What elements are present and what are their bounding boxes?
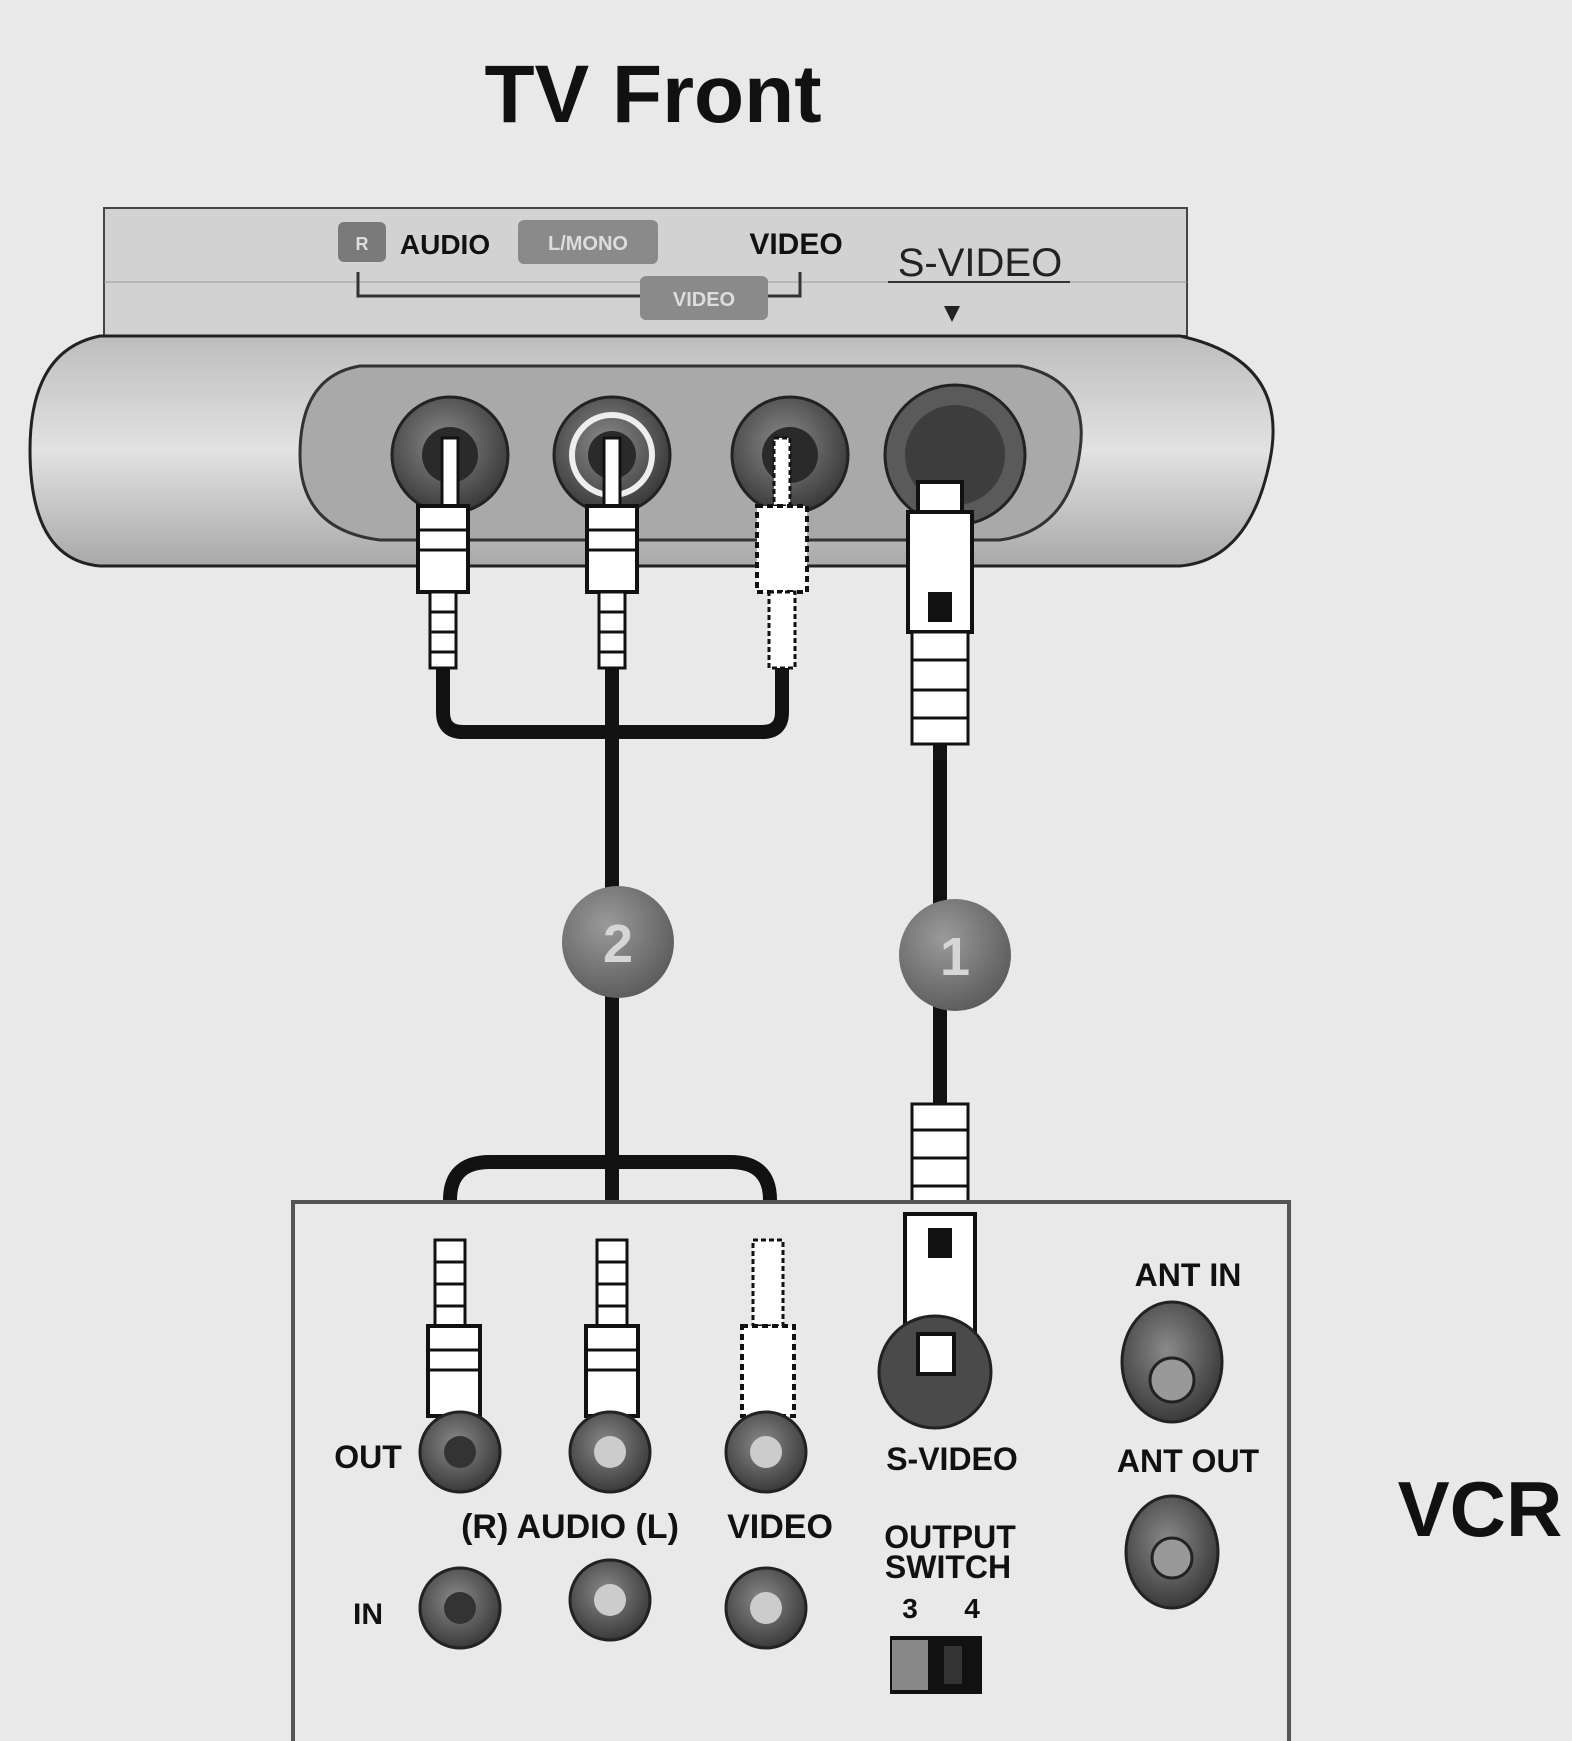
tv-audio-label: AUDIO [400,229,490,260]
r-tag-label: R [356,234,369,254]
svideo-cable: 1 [899,480,1011,1216]
vcr-in-label: IN [353,1598,383,1631]
l-mono-tag-label: L/MONO [548,233,628,255]
down-arrow-icon [944,306,960,322]
step-1-badge [899,899,1011,1011]
step-2-label: 2 [603,914,633,974]
step-2-badge [562,886,674,998]
vcr-rear-panel: OUT (R) AUDIO (L) VIDEO S-VIDEO IN OUTPU… [291,1200,1291,1741]
av-cable: 2 [416,436,809,1250]
vcr-audio-lr-label: (R) AUDIO (L) [461,1508,679,1546]
tv-video-label: VIDEO [749,228,842,261]
vcr-video-label: VIDEO [727,1508,833,1546]
r-tag [338,222,386,262]
output-switch-label-1: OUTPUT [884,1519,1016,1555]
l-mono-tag [518,220,658,264]
vcr-device-label: VCR [1398,1465,1563,1553]
video-tag [640,276,768,320]
plug-audio-r [416,436,470,670]
vcr-out-label: OUT [334,1439,402,1475]
ant-in-label: ANT IN [1135,1257,1242,1293]
plug-video [755,436,809,670]
diagram-title: TV Front [484,49,821,140]
channel-4-label: 4 [964,1593,980,1624]
tv-front-panel: R AUDIO L/MONO VIDEO S-VIDEO VIDEO [28,207,1275,568]
channel-3-label: 3 [902,1593,918,1624]
plug-audio-l [585,436,639,670]
output-switch-label-2: SWITCH [885,1549,1011,1585]
step-1-label: 1 [940,927,970,987]
video-tag-label: VIDEO [673,289,735,311]
tv-svideo-label: S-VIDEO [898,241,1062,285]
ant-out-label: ANT OUT [1117,1443,1260,1479]
vcr-svideo-label: S-VIDEO [886,1441,1018,1477]
